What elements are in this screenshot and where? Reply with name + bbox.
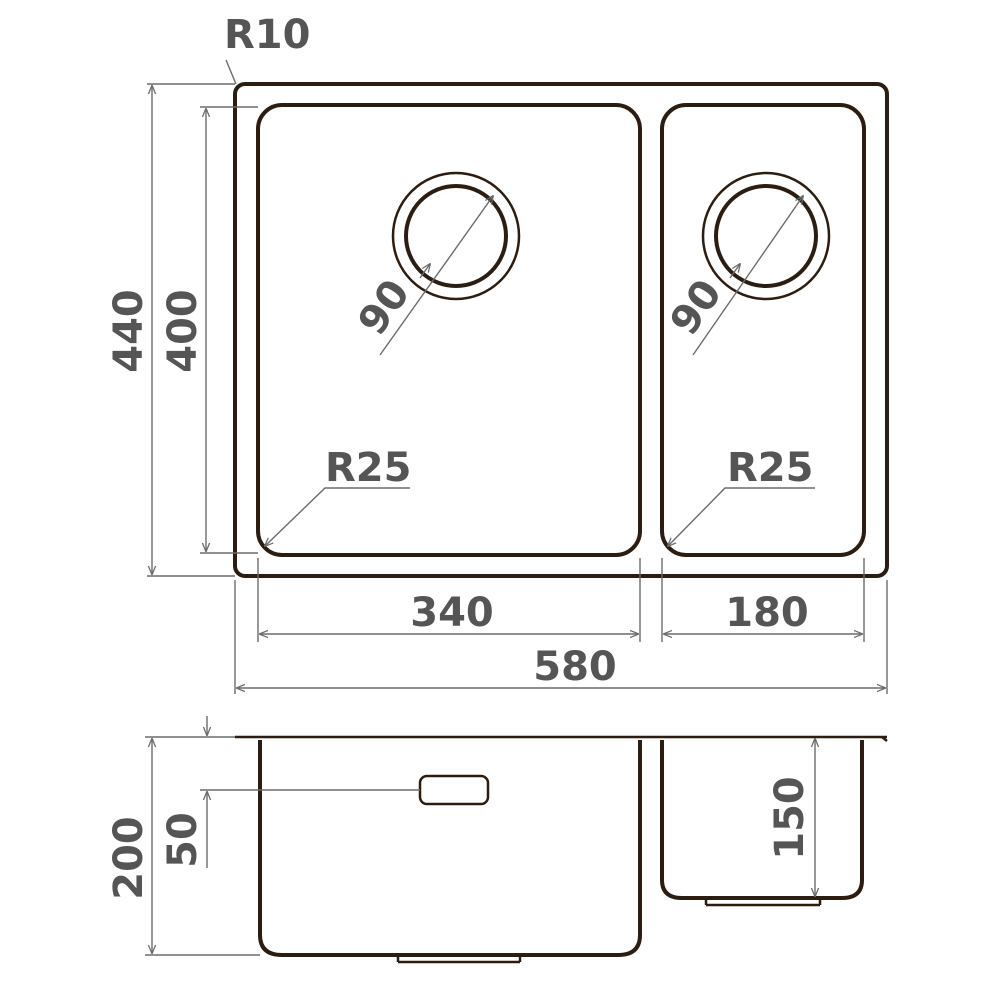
total-depth-label: 440: [106, 289, 152, 373]
side-view: [235, 735, 888, 964]
right-radius-label: R25: [727, 445, 813, 491]
inner-depth-label: 400: [160, 289, 206, 373]
right-drain: [714, 184, 818, 288]
left-bowl-height-label: 200: [106, 816, 152, 900]
left-bowl-profile: [258, 740, 642, 957]
side-view-dimensions: [145, 716, 815, 956]
total-width-label: 580: [533, 644, 617, 690]
sink-outer-rim: [233, 82, 889, 578]
top-view-labels: R10 440 400 90 90 R25 R25 340 180 580: [106, 12, 813, 690]
left-bowl: [256, 103, 642, 557]
right-radius-leader: [668, 487, 815, 546]
left-drain: [404, 184, 508, 288]
r10-leader: [225, 59, 237, 85]
right-drain-diameter-line: [692, 196, 803, 356]
left-drain-diameter-label: 90: [350, 272, 420, 344]
corner-radius-outer-label: R10: [224, 12, 310, 58]
top-view-dimensions: [147, 59, 888, 694]
left-width-label: 340: [410, 590, 494, 636]
left-radius-label: R25: [325, 445, 411, 491]
right-bowl-profile: [660, 740, 864, 900]
right-drain-diameter-label: 90: [662, 272, 732, 344]
overflow-slot: [418, 774, 490, 806]
right-bowl-height-label: 150: [767, 776, 813, 860]
left-drain-diameter-line: [379, 196, 493, 356]
right-drain-outer-ring: [701, 171, 831, 301]
overflow-height-label: 50: [160, 812, 206, 868]
left-drain-outer-ring: [391, 171, 521, 301]
right-width-label: 180: [725, 590, 809, 636]
left-radius-leader: [265, 487, 410, 546]
right-bowl: [660, 103, 866, 557]
top-view: [233, 82, 889, 578]
side-view-labels: 200 50 150: [106, 776, 813, 900]
